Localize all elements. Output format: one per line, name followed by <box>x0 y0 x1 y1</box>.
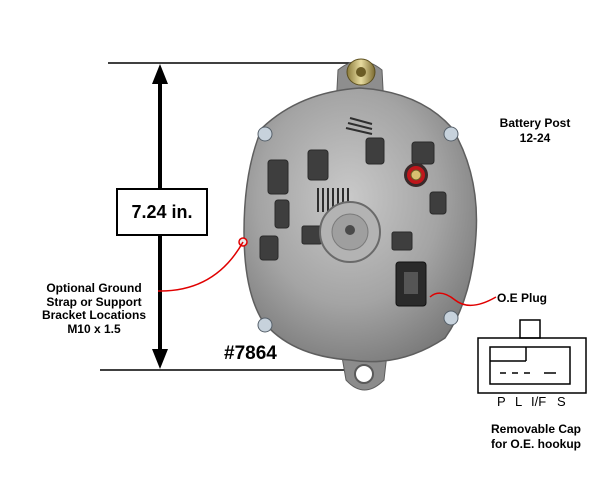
ground-note-line-3: Bracket Locations <box>41 308 147 322</box>
alternator-body <box>238 58 478 391</box>
oe-plug-leader-line <box>429 292 497 306</box>
oe-plug-label: O.E Plug <box>497 291 548 305</box>
ground-strap-note: Optional Ground Strap or Support Bracket… <box>14 281 174 336</box>
pin-label-s: S <box>557 394 566 409</box>
removable-cap-line-2: for O.E. hookup <box>491 437 581 451</box>
removable-cap-label: Removable Cap for O.E. hookup <box>470 422 602 452</box>
plug-outer-body <box>477 337 587 394</box>
arrow-head-down <box>152 349 168 369</box>
oe-plug-socket <box>395 261 427 307</box>
battery-post-size: 12-24 <box>519 131 551 145</box>
ground-leader-line <box>157 241 244 292</box>
bracket-bolts <box>257 126 459 333</box>
bottom-mount-hole <box>354 364 374 384</box>
battery-post-title: Battery Post <box>499 116 571 130</box>
removable-cap-line-1: Removable Cap <box>490 422 582 436</box>
battery-post-terminal <box>404 163 428 187</box>
cooling-vents <box>259 137 447 261</box>
ground-note-line-2: Strap or Support <box>46 294 142 309</box>
ground-note-line-1: Optional Ground <box>46 281 142 295</box>
plug-diagram <box>477 319 587 394</box>
rotor-cap-center <box>345 225 355 235</box>
arrow-head-up <box>152 64 168 84</box>
dimension-label: 7.24 in. <box>116 188 208 236</box>
dimension-value: 7.24 in. <box>131 201 193 222</box>
battery-post-label: Battery Post 12-24 <box>480 116 590 146</box>
ground-note-line-4: M10 x 1.5 <box>67 321 121 336</box>
plug-inner-body <box>489 346 571 385</box>
top-bolt-hole <box>356 67 366 77</box>
pin-label-l: L <box>515 394 523 409</box>
pin-label-if: I/F <box>531 394 547 409</box>
pin-label-p: P <box>497 394 506 409</box>
part-number: #7864 <box>224 343 277 364</box>
plug-tab <box>519 319 541 339</box>
